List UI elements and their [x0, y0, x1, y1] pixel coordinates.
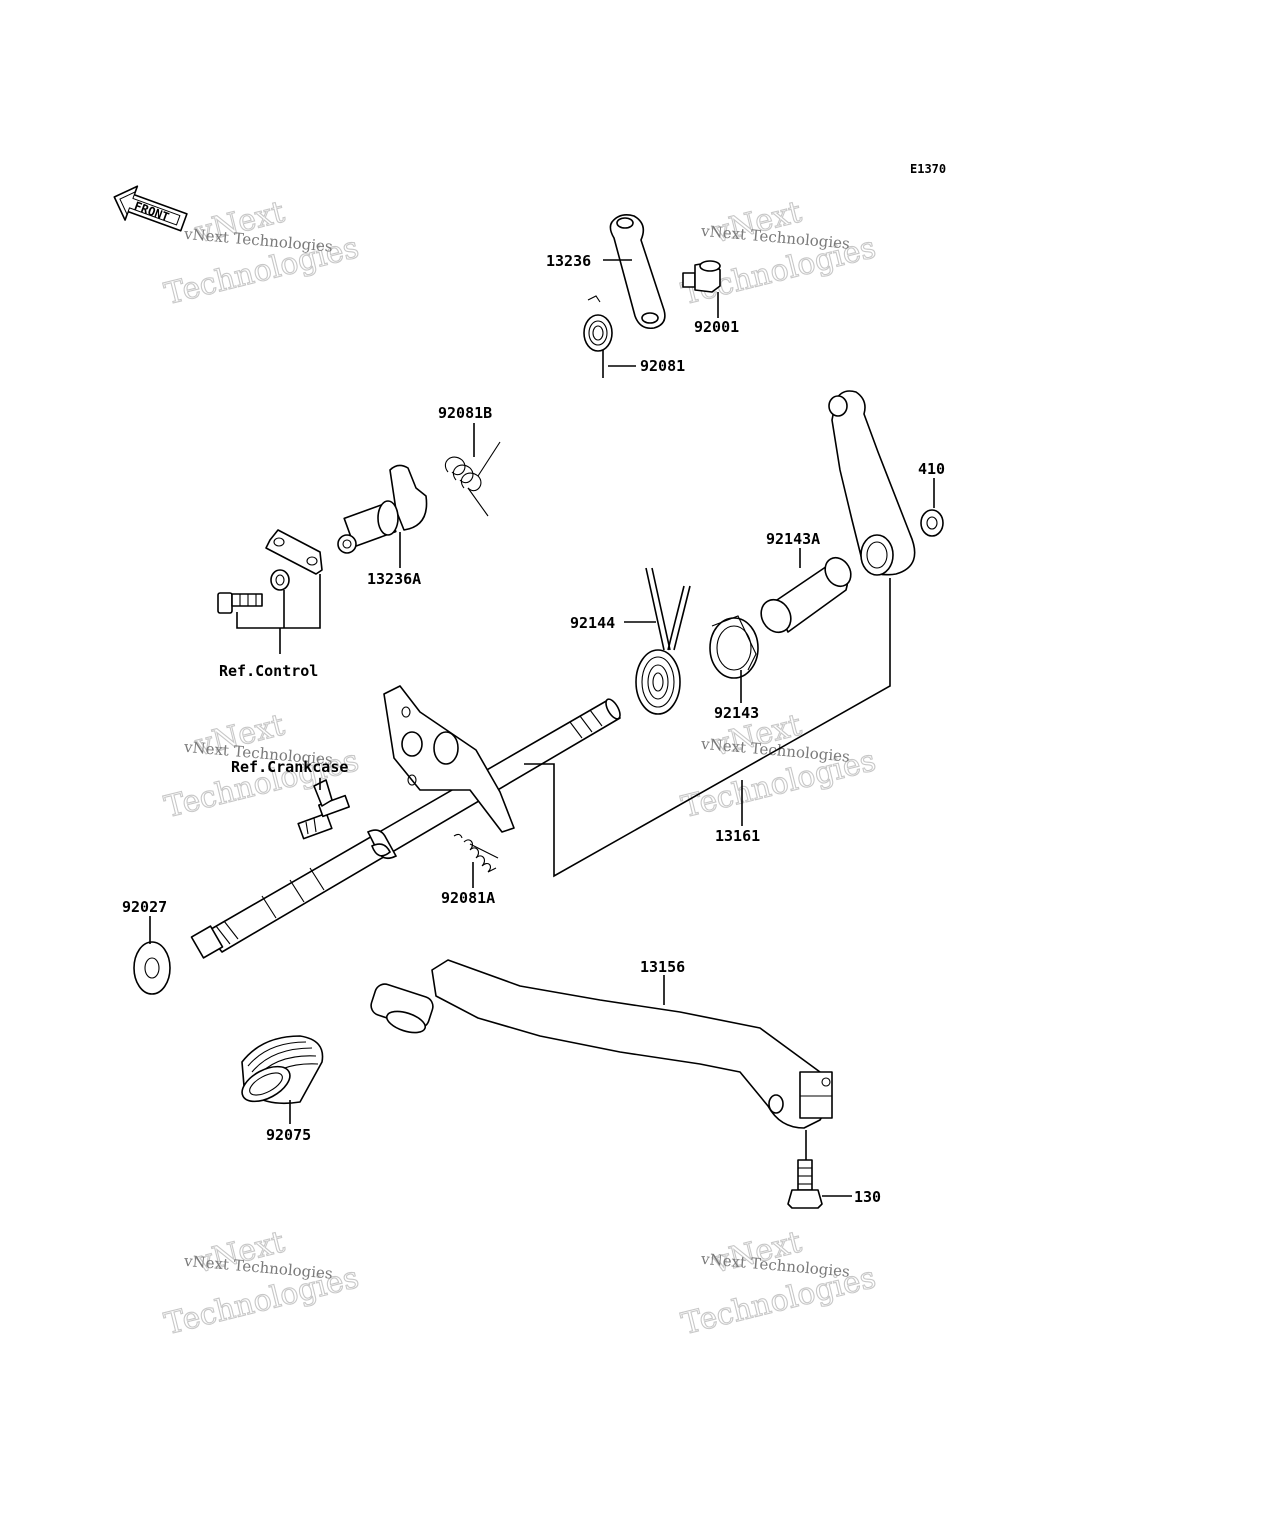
part-plate [265, 529, 323, 575]
watermark-bottom-left: vNext Technologies vNext Technologies [161, 1224, 363, 1343]
label-92144: 92144 [570, 614, 615, 632]
part-92001-bolt [682, 260, 721, 293]
label-410: 410 [918, 460, 945, 478]
part-13236A-lever [337, 464, 428, 554]
label-13236: 13236 [546, 252, 591, 270]
label-92027: 92027 [122, 898, 167, 916]
label-13156: 13156 [640, 958, 685, 976]
label-92143A: 92143A [766, 530, 820, 548]
part-13161-shaft [190, 685, 621, 959]
ref-control-label: Ref.Control [219, 662, 318, 680]
part-92081B-spring [444, 441, 501, 517]
part-92143-collar [709, 615, 759, 679]
label-13161: 13161 [715, 827, 760, 845]
diagram-code: E1370 [910, 162, 946, 176]
label-92001: 92001 [694, 318, 739, 336]
part-92027-washer [133, 941, 171, 995]
part-92081-spring [583, 295, 613, 378]
front-arrow-icon: FRONT [113, 185, 188, 232]
part-13236-lever [609, 214, 666, 330]
part-92075-rubber [241, 1035, 324, 1105]
watermark-top-right: vNext Technologies vNext Technologies [678, 194, 880, 313]
part-92081A-spring [453, 833, 499, 873]
part-washer-small [270, 569, 290, 591]
label-92081A: 92081A [441, 889, 495, 907]
label-92081B: 92081B [438, 404, 492, 422]
part-130-bolt [787, 1159, 823, 1209]
part-bolt-small [217, 592, 263, 614]
part-92143A-collar [760, 556, 852, 634]
watermark-mid-right: vNext Technologies vNext Technologies [678, 707, 880, 826]
ref-crankcase-label: Ref.Crankcase [231, 758, 348, 776]
part-linkage-arm [828, 390, 916, 576]
part-92144-spring [635, 567, 691, 715]
part-crankcase-bolt [297, 779, 351, 840]
part-410-washer [920, 509, 944, 537]
label-92143: 92143 [714, 704, 759, 722]
watermark-top-left: vNext Technologies vNext Technologies [161, 194, 363, 313]
watermark-bottom-right: vNext Technologies vNext Technologies [678, 1224, 880, 1343]
part-13156-pedal [370, 959, 833, 1129]
label-130: 130 [854, 1188, 881, 1206]
label-92075: 92075 [266, 1126, 311, 1144]
label-13236A: 13236A [367, 570, 421, 588]
label-92081: 92081 [640, 357, 685, 375]
